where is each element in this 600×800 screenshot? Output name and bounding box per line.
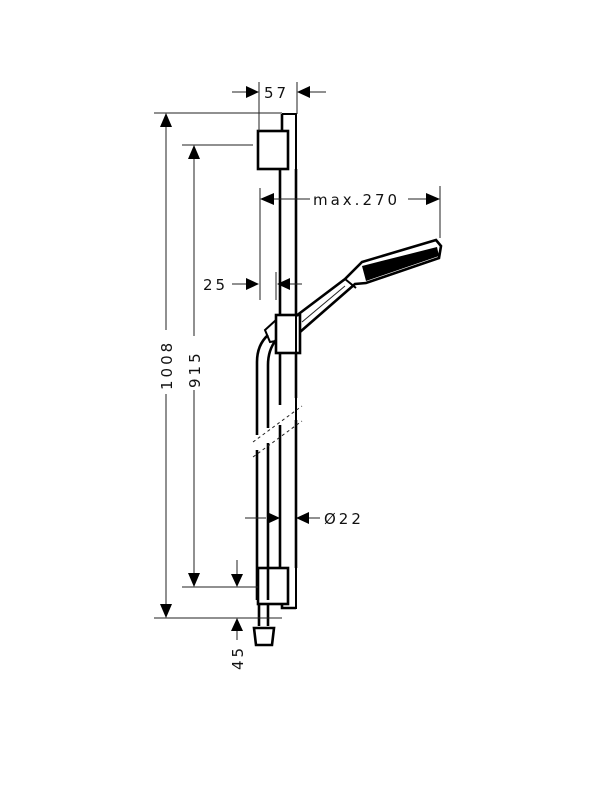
dim-total-height: 1008 bbox=[154, 112, 282, 619]
dim-rail-width: 57 bbox=[232, 82, 326, 131]
dim-label-max270: max.270 bbox=[313, 191, 400, 209]
dim-rail-offset: 25 bbox=[203, 272, 302, 300]
dim-label-d22: Ø22 bbox=[324, 510, 364, 528]
slider-holder bbox=[274, 313, 302, 355]
dim-label-45: 45 bbox=[229, 645, 247, 670]
dim-bottom-offset: 45 bbox=[229, 560, 247, 670]
hose-nut bbox=[252, 626, 276, 647]
rail-wall-plate bbox=[282, 113, 297, 609]
top-bracket bbox=[256, 114, 290, 171]
dim-rail-diameter: Ø22 bbox=[245, 510, 364, 528]
dim-label-1008: 1008 bbox=[158, 340, 176, 390]
dim-max-reach: max.270 bbox=[259, 186, 441, 300]
dim-bracket-spacing: 915 bbox=[182, 144, 258, 588]
dim-label-25: 25 bbox=[203, 276, 228, 294]
dim-label-915: 915 bbox=[186, 350, 204, 388]
dim-label-57: 57 bbox=[264, 84, 289, 102]
slide-rail bbox=[278, 169, 298, 568]
hand-shower bbox=[263, 238, 443, 344]
shower-hose bbox=[252, 334, 303, 600]
bottom-bracket bbox=[256, 566, 296, 626]
